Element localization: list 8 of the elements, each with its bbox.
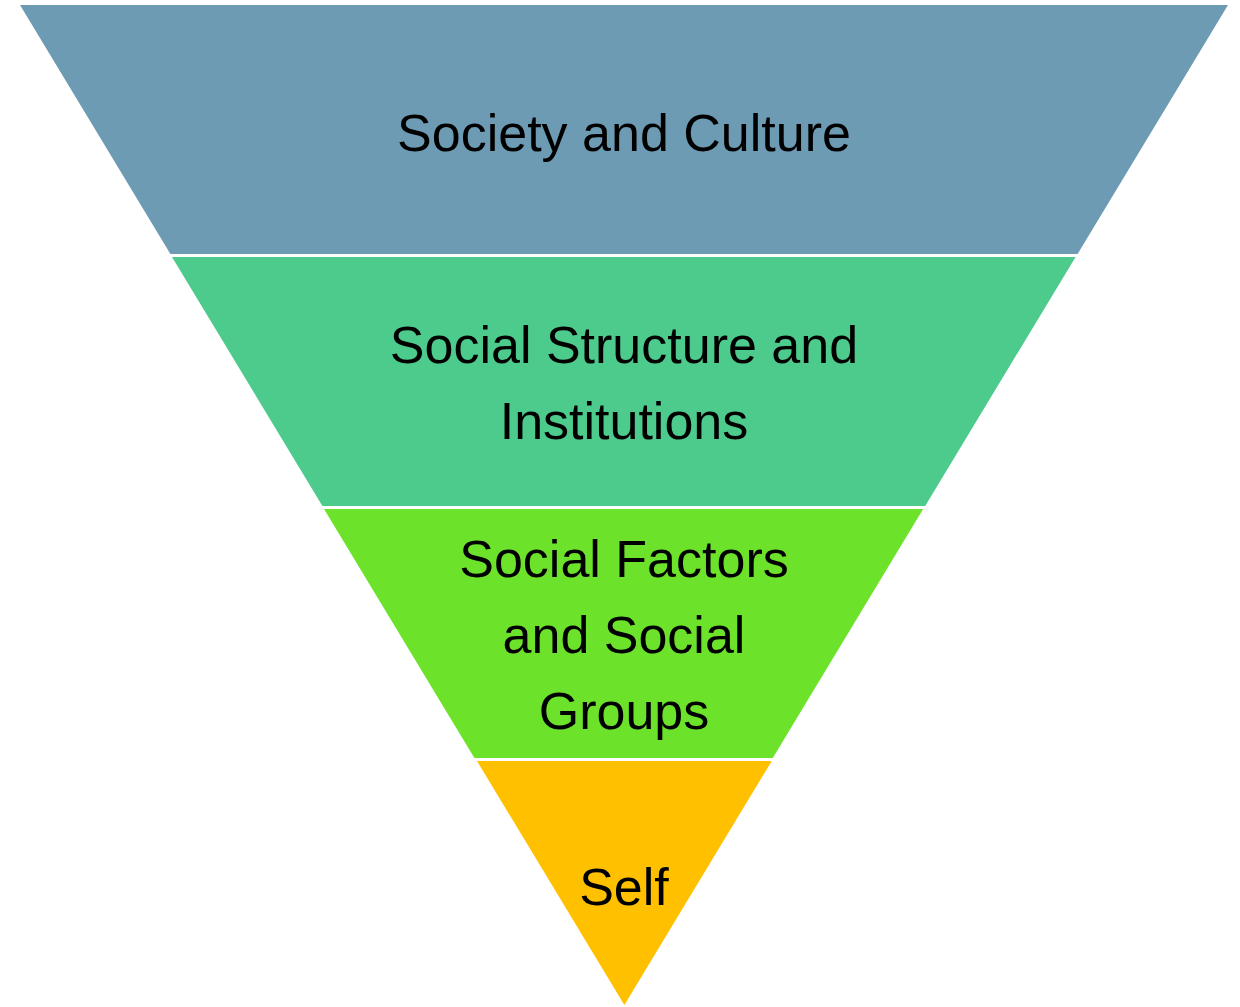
pyramid-level <box>324 509 924 758</box>
level-label: Self <box>578 857 670 918</box>
level-label: Society and Culture <box>396 103 852 164</box>
pyramid-level <box>172 257 1076 506</box>
level-label: Social Factors and Social Groups <box>458 529 790 742</box>
pyramid-level <box>20 5 1228 254</box>
level-label: Social Structure and Institutions <box>388 315 860 452</box>
pyramid-level <box>476 761 772 1005</box>
